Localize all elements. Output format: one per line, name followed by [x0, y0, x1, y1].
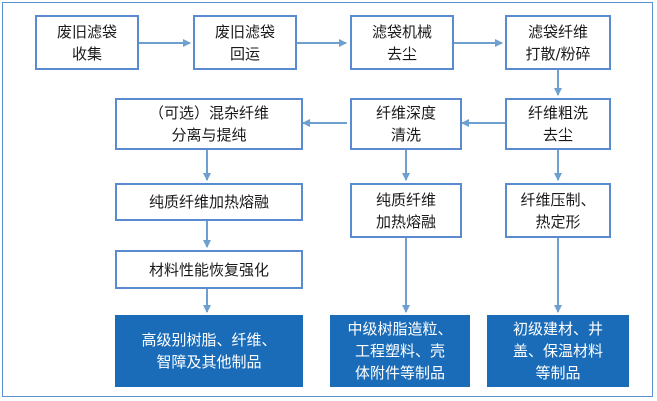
- step-separate: （可选）混杂纤维 分离与提纯: [115, 98, 303, 150]
- output-mid-grade: 中级树脂造粒、 工程塑料、壳 体附件等制品: [330, 315, 470, 387]
- step-collect: 废旧滤袋 收集: [35, 15, 139, 70]
- diagram-frame: [2, 2, 653, 397]
- output-low-grade: 初级建材、井 盖、保温材料 等制品: [487, 315, 629, 387]
- output-high-grade: 高级别树脂、纤维、 智障及其他制品: [115, 315, 303, 387]
- step-dedust: 滤袋机械 去尘: [350, 15, 454, 70]
- step-melt-left: 纯质纤维加热熔融: [115, 183, 303, 221]
- step-restore: 材料性能恢复强化: [115, 250, 303, 289]
- step-melt-mid: 纯质纤维 加热熔融: [350, 183, 462, 238]
- step-deep-wash: 纤维深度 清洗: [350, 98, 462, 150]
- step-transport: 废旧滤袋 回运: [193, 15, 297, 70]
- step-rough-wash: 纤维粗洗 去尘: [505, 98, 611, 150]
- step-press: 纤维压制、 热定形: [505, 183, 611, 238]
- step-shred: 滤袋纤维 打散/粉碎: [505, 15, 611, 70]
